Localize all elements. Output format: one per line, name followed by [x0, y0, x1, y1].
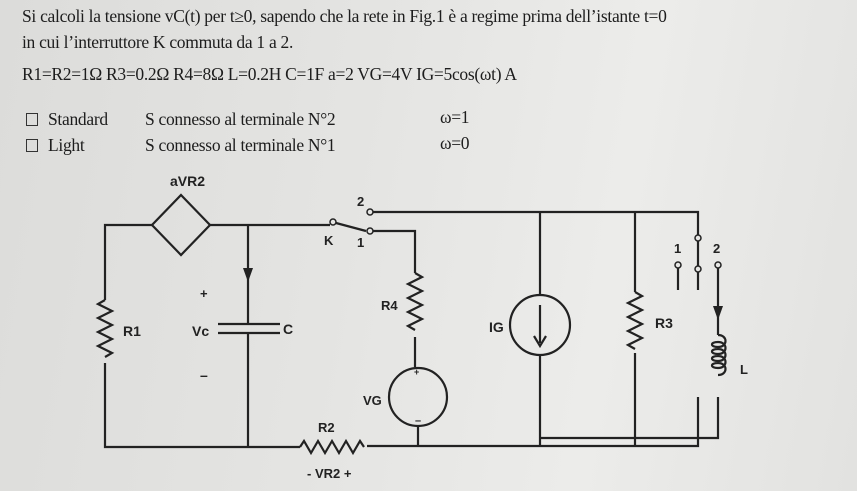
arrow-icon: [243, 268, 253, 282]
label-c: C: [283, 321, 293, 337]
label-k-2: 2: [357, 194, 364, 209]
label-k-1: 1: [357, 235, 364, 250]
label-ig: IG: [489, 319, 504, 335]
option-omega: ω=0: [440, 133, 470, 153]
switch-s-contact-1: [674, 261, 682, 269]
arrow-icon: [713, 306, 723, 320]
checkbox-standard[interactable]: [26, 113, 38, 126]
switch-contact: [329, 218, 337, 226]
current-source-ig: [508, 293, 572, 357]
inductor-l: [710, 333, 727, 377]
option-label: Standard: [48, 109, 108, 129]
label-r2: R2: [318, 420, 335, 435]
vg-minus: –: [415, 415, 421, 427]
wire: [540, 268, 720, 440]
switch-contact: [694, 234, 702, 242]
option-condition: S connesso al terminale N°2: [145, 109, 336, 129]
label-k: K: [324, 233, 334, 248]
label-s-1: 1: [674, 241, 681, 256]
option-label: Light: [48, 135, 85, 155]
resistor-r1: [95, 299, 115, 358]
label-vc: Vc: [192, 323, 209, 339]
option-condition: S connesso al terminale N°1: [145, 135, 336, 155]
option-omega: ω=1: [440, 107, 470, 127]
label-dependent-source: aVR2: [170, 173, 205, 189]
wire: [103, 223, 700, 449]
option-light[interactable]: Light: [26, 135, 85, 156]
label-vg: VG: [363, 393, 382, 408]
switch-s-contact-2: [714, 261, 722, 269]
label-l: L: [740, 362, 748, 377]
problem-statement-line1: Si calcoli la tensione vC(t) per t≥0, sa…: [22, 6, 667, 26]
resistor-r2: [299, 438, 365, 456]
label-s-2: 2: [713, 241, 720, 256]
label-vc-minus: –: [200, 367, 208, 383]
switch-k-blade[interactable]: [335, 221, 367, 233]
label-vr2: - VR2 +: [307, 466, 352, 481]
problem-statement-line2: in cui l’interruttore K commuta da 1 a 2…: [22, 32, 294, 52]
label-vc-plus: +: [200, 286, 208, 301]
label-r4: R4: [381, 298, 398, 313]
label-r3: R3: [655, 315, 673, 331]
label-r1: R1: [123, 323, 141, 339]
resistor-r3: [625, 291, 645, 350]
circuit-parameters: R1=R2=1Ω R3=0.2Ω R4=8Ω L=0.2H C=1F a=2 V…: [22, 64, 517, 84]
option-standard[interactable]: Standard: [26, 109, 108, 130]
switch-contact-2: [366, 208, 374, 216]
switch-contact-1: [366, 227, 374, 235]
dependent-source: [150, 193, 212, 257]
wire: [373, 210, 700, 367]
switch-contact: [694, 265, 702, 273]
resistor-r4: [405, 272, 425, 331]
checkbox-light[interactable]: [26, 139, 38, 152]
arrow-down-icon: [533, 335, 547, 349]
capacitor: [218, 322, 280, 335]
vg-plus: +: [414, 367, 419, 377]
